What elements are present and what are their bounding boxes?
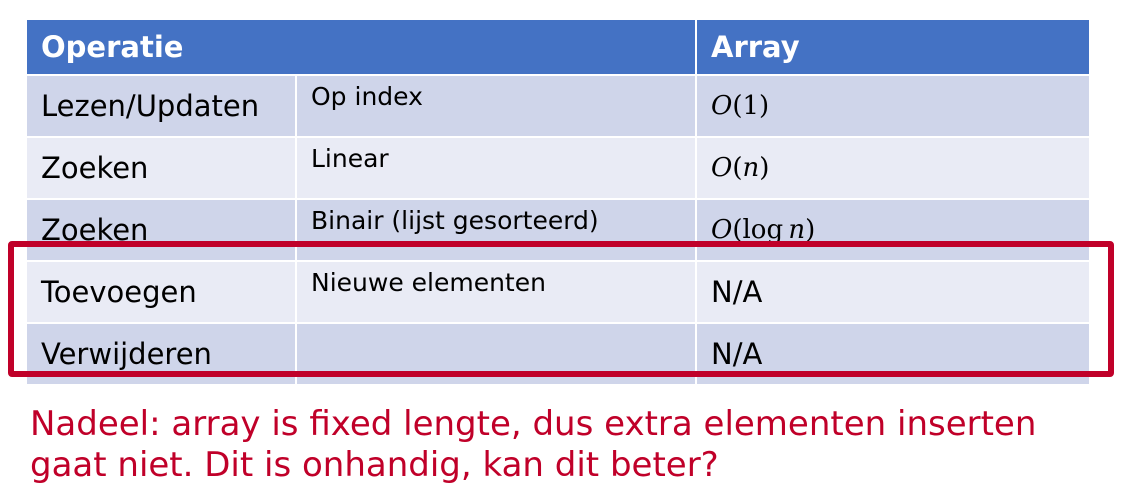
table-header-row: Operatie Array (25, 18, 1091, 76)
paren-open: ( (732, 91, 743, 121)
detail-cell: Linear (295, 136, 697, 200)
paren-close: ) (759, 153, 770, 183)
complexity-cell: N/A (695, 322, 1091, 386)
complexity-cell: N/A (695, 260, 1091, 324)
log-function: log (742, 215, 784, 245)
detail-cell (295, 322, 697, 386)
drawback-note: Nadeel: array is fixed lengte, dus extra… (30, 404, 1120, 486)
formula-argument: n (788, 215, 806, 245)
note-line-1: Nadeel: array is fixed lengte, dus extra… (30, 404, 1037, 444)
header-array: Array (695, 18, 1091, 76)
big-o-symbol: O (711, 153, 733, 183)
complexity-formula: O(n) (711, 153, 769, 183)
formula-argument: 1 (742, 91, 760, 121)
complexity-formula: O(1) (711, 91, 769, 121)
complexity-formula: O(log n) (711, 215, 815, 245)
formula-argument: n (742, 153, 760, 183)
complexity-cell: O(log n) (695, 198, 1091, 262)
complexity-table-wrapper: Operatie Array Lezen/Updaten Op index O(… (25, 18, 1091, 386)
paren-close: ) (759, 91, 770, 121)
complexity-cell: O(1) (695, 74, 1091, 138)
paren-open: ( (732, 215, 743, 245)
big-o-symbol: O (711, 215, 733, 245)
table-row: Verwijderen N/A (25, 322, 1091, 386)
operation-cell: Zoeken (25, 198, 297, 262)
operation-cell: Verwijderen (25, 322, 297, 386)
detail-cell: Nieuwe elementen (295, 260, 697, 324)
table-row: Zoeken Linear O(n) (25, 136, 1091, 200)
operation-cell: Toevoegen (25, 260, 297, 324)
complexity-cell: O(n) (695, 136, 1091, 200)
paren-open: ( (732, 153, 743, 183)
table-row: Lezen/Updaten Op index O(1) (25, 74, 1091, 138)
table-row: Toevoegen Nieuwe elementen N/A (25, 260, 1091, 324)
big-o-symbol: O (711, 91, 733, 121)
complexity-table: Operatie Array Lezen/Updaten Op index O(… (25, 18, 1091, 386)
paren-close: ) (805, 215, 816, 245)
header-operation: Operatie (25, 18, 697, 76)
note-line-2: gaat niet. Dit is onhandig, kan dit bete… (30, 445, 719, 485)
detail-cell: Op index (295, 74, 697, 138)
operation-cell: Lezen/Updaten (25, 74, 297, 138)
table-row: Zoeken Binair (lijst gesorteerd) O(log n… (25, 198, 1091, 262)
detail-cell: Binair (lijst gesorteerd) (295, 198, 697, 262)
operation-cell: Zoeken (25, 136, 297, 200)
